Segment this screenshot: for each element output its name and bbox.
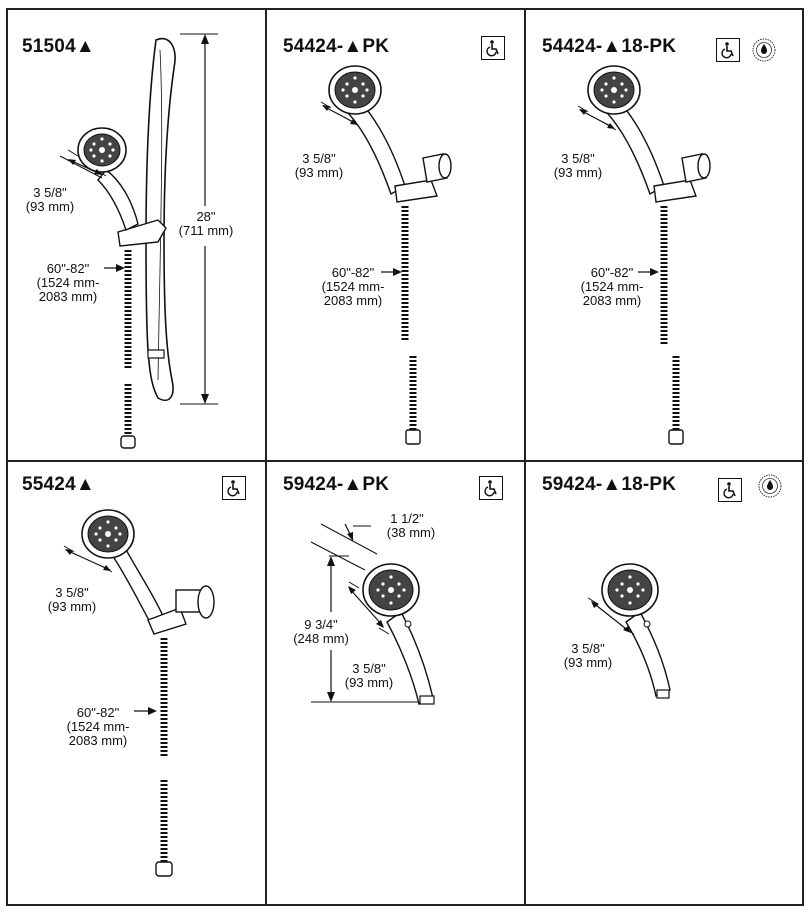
handshower-drawing bbox=[320, 65, 452, 445]
hose-dim-mm-1: (1524 mm- bbox=[36, 275, 100, 290]
hose-dim-in: 60"-82" bbox=[76, 705, 120, 720]
hose-dim-in: 60"-82" bbox=[331, 265, 375, 280]
length-dim-in: 9 3/4" bbox=[304, 617, 338, 632]
shower-bar-drawing bbox=[59, 33, 218, 449]
head-dim-mm: (93 mm) bbox=[47, 599, 97, 614]
hose-dim-mm-1: (1524 mm- bbox=[66, 719, 130, 734]
head-dim-mm: (93 mm) bbox=[344, 675, 394, 690]
head-dim-in: 3 5/8" bbox=[352, 661, 386, 676]
wheelchair-accessible-icon bbox=[718, 478, 742, 502]
model-number: 54424-▲18-PK bbox=[542, 36, 677, 57]
head-dim-in: 3 5/8" bbox=[302, 151, 336, 166]
head-dim-in: 3 5/8" bbox=[571, 641, 605, 656]
length-dim-mm: (248 mm) bbox=[293, 631, 349, 646]
panel-51504: 51504▲ bbox=[8, 10, 265, 460]
model-number: 59424-▲PK bbox=[283, 474, 390, 495]
model-number: 55424▲ bbox=[22, 474, 95, 495]
hose-dim-mm-2: 2083 mm) bbox=[38, 289, 98, 304]
wheelchair-accessible-icon bbox=[716, 38, 740, 62]
bar-dim-in: 28" bbox=[196, 209, 216, 224]
handshower-drawing bbox=[587, 563, 671, 699]
head-dim-mm: (93 mm) bbox=[553, 165, 603, 180]
head-dim-in: 3 5/8" bbox=[561, 151, 595, 166]
head-dim-in: 3 5/8" bbox=[55, 585, 89, 600]
panel-55424: 55424▲ 3 5/8" (93 mm) 60"-82" (152 bbox=[8, 462, 265, 906]
bar-dim-mm: (711 mm) bbox=[178, 223, 234, 238]
panel-54424-pk: 54424-▲PK 3 5/8" (93 mm) 60"-82" ( bbox=[267, 10, 524, 460]
wheelchair-accessible-icon bbox=[481, 36, 505, 60]
head-dim-mm: (93 mm) bbox=[563, 655, 613, 670]
grid-divider-v1 bbox=[265, 10, 267, 904]
handshower-drawing bbox=[310, 523, 435, 705]
watersense-seal-icon bbox=[758, 474, 782, 498]
grid-divider-v2 bbox=[524, 10, 526, 904]
hose-dim-mm-2: 2083 mm) bbox=[323, 293, 383, 308]
depth-dim-mm: (38 mm) bbox=[386, 525, 436, 540]
wheelchair-accessible-icon bbox=[222, 476, 246, 500]
model-number: 51504▲ bbox=[22, 36, 95, 57]
model-number: 59424-▲18-PK bbox=[542, 474, 677, 495]
hose-dim-mm-2: 2083 mm) bbox=[68, 733, 128, 748]
watersense-seal-icon bbox=[752, 38, 776, 62]
hose-dim-mm-1: (1524 mm- bbox=[321, 279, 385, 294]
spec-sheet bbox=[6, 8, 804, 906]
head-dim-in: 3 5/8" bbox=[33, 185, 67, 200]
panel-59424-pk: 59424-▲PK 1 1/2" ( bbox=[267, 462, 524, 906]
hose-dim-in: 60"-82" bbox=[590, 265, 634, 280]
head-dim-mm: (93 mm) bbox=[25, 199, 75, 214]
panel-59424-18-pk: 59424-▲18-PK 3 5/8" (93 mm) bbox=[526, 462, 802, 906]
hose-dim-in: 60"-82" bbox=[46, 261, 90, 276]
hose-dim-mm-2: 2083 mm) bbox=[582, 293, 642, 308]
panel-54424-18-pk: 54424-▲18-PK 3 5/8" (93 mm) 60"-82" (152… bbox=[526, 10, 802, 460]
handshower-drawing bbox=[63, 509, 215, 877]
handshower-drawing bbox=[577, 65, 711, 445]
depth-dim-in: 1 1/2" bbox=[390, 511, 424, 526]
hose-dim-mm-1: (1524 mm- bbox=[580, 279, 644, 294]
model-number: 54424-▲PK bbox=[283, 36, 390, 57]
wheelchair-accessible-icon bbox=[479, 476, 503, 500]
grid-divider-h bbox=[8, 460, 802, 462]
head-dim-mm: (93 mm) bbox=[294, 165, 344, 180]
